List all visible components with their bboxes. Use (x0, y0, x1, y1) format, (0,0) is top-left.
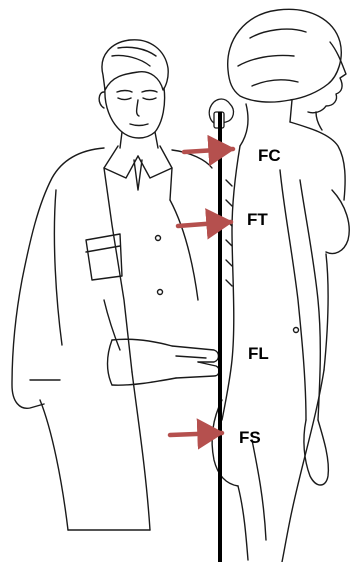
subject-figure (212, 9, 349, 562)
arrow-ft (178, 222, 231, 226)
label-fl: FL (248, 345, 269, 362)
arrows (170, 149, 233, 435)
label-fc: FC (258, 147, 281, 164)
arrow-fs (170, 433, 222, 435)
arrow-fc (184, 149, 233, 152)
examiner-figure (12, 40, 219, 530)
label-ft: FT (247, 211, 268, 228)
label-fs: FS (239, 429, 261, 446)
